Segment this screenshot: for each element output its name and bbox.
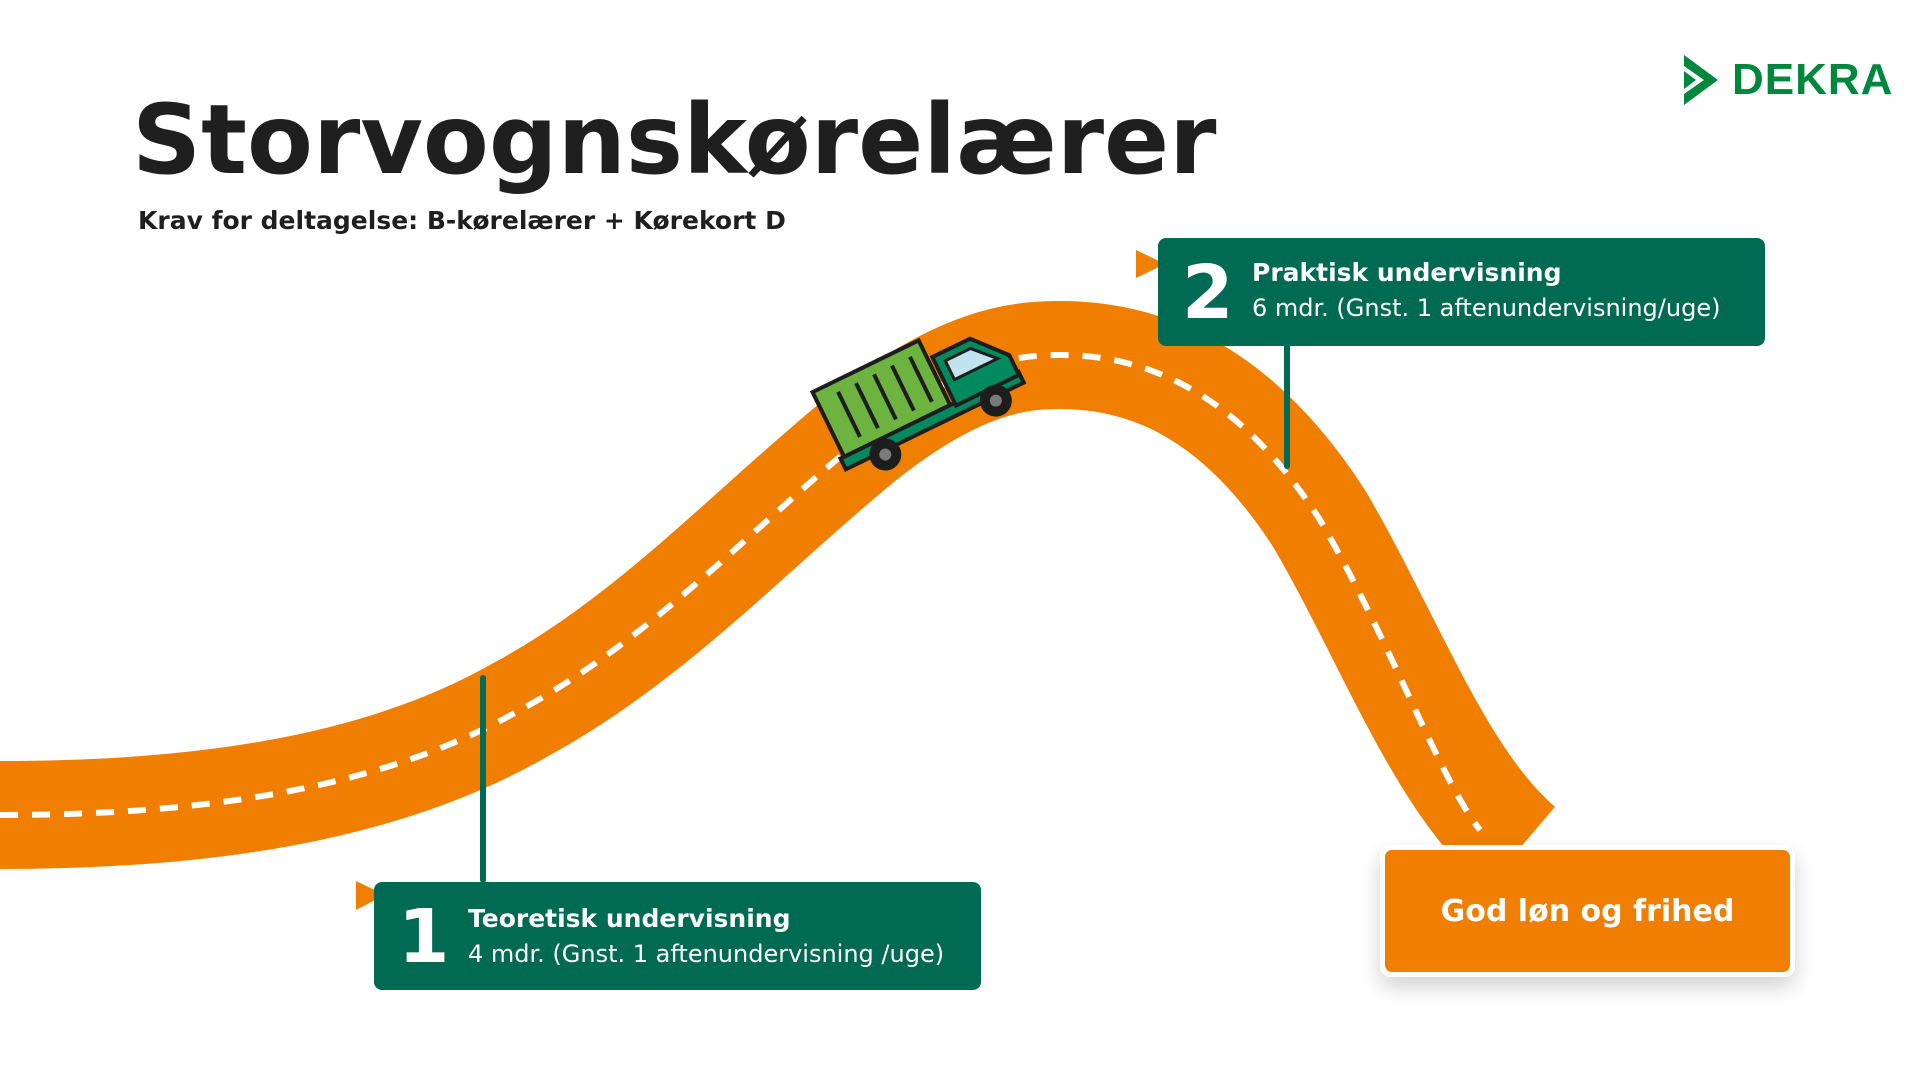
road	[0, 300, 1557, 890]
step-2-heading: Praktisk undervisning	[1252, 258, 1562, 287]
goal-label: God løn og frihed	[1385, 850, 1790, 972]
step-1-description: 4 mdr. (Gnst. 1 aftenundervisning /uge)	[468, 940, 945, 968]
dekra-arrow-icon	[1684, 55, 1718, 105]
step-2-number: 2	[1182, 250, 1234, 336]
logo-text: DEKRA	[1732, 55, 1894, 104]
step-2-box: 2 Praktisk undervisning 6 mdr. (Gnst. 1 …	[1158, 238, 1765, 346]
flag-marker-icon	[1136, 250, 1165, 278]
goal-box: God løn og frihed	[1380, 845, 1795, 977]
flag-marker-icon	[356, 881, 385, 910]
step-2-description: 6 mdr. (Gnst. 1 aftenundervisning/uge)	[1252, 294, 1721, 322]
page-title: Storvognskørelærer	[132, 84, 1217, 196]
step-1-heading: Teoretisk undervisning	[468, 904, 791, 933]
dekra-logo: DEKRA	[1680, 52, 1893, 108]
step-1-box: 1 Teoretisk undervisning 4 mdr. (Gnst. 1…	[374, 882, 981, 990]
truck-icon	[809, 336, 1027, 473]
step-1-number: 1	[398, 894, 450, 980]
page-subtitle: Krav for deltagelse: B-kørelærer + Kørek…	[138, 206, 786, 235]
